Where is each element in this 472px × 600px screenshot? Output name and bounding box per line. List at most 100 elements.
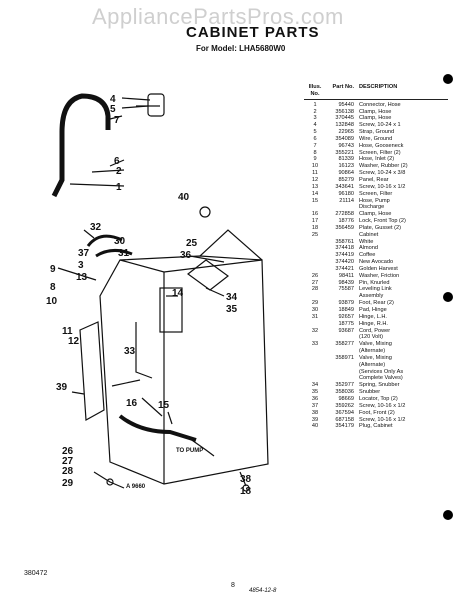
part-no-cell — [326, 204, 359, 211]
illus-no-cell: 28 — [311, 286, 319, 293]
col-description: DESCRIPTION — [359, 84, 398, 90]
part-no-cell: 85279 — [338, 176, 354, 183]
part-no-cell: 687158 — [335, 416, 354, 423]
illus-no-cell: 2 — [313, 108, 317, 115]
callout-33: 33 — [124, 346, 136, 357]
page-title: CABINET PARTS — [186, 24, 320, 41]
illus-no-cell — [304, 334, 326, 341]
description-cell: Discharge — [359, 204, 385, 211]
description-cell: Strap, Ground — [359, 129, 395, 136]
part-no-cell: 18775 — [338, 320, 354, 327]
footer-signature: 4854-12-8 — [249, 588, 277, 594]
description-cell: Clamp, Hose — [359, 115, 392, 122]
callout-14: 14 — [172, 288, 184, 299]
part-no-cell: 92657 — [338, 313, 354, 320]
callout-12: 12 — [68, 336, 80, 347]
part-no-cell: 21114 — [339, 197, 354, 204]
description-cell: Pad, Hinge — [359, 307, 387, 313]
table-row: (Services Only As — [304, 369, 448, 376]
page-number: 8 — [231, 582, 235, 589]
description-cell: Almond — [359, 245, 378, 252]
illus-no-cell: 3 — [313, 115, 317, 122]
description-cell: Plug, Cabinet — [359, 423, 393, 430]
illus-no-cell: 37 — [311, 402, 319, 409]
part-no-cell: 96743 — [338, 142, 354, 149]
illus-no-cell: 1 — [313, 101, 317, 108]
description-cell: Foot, Rear (2) — [359, 300, 394, 307]
part-no-cell: 356459 — [335, 224, 354, 231]
illus-no-cell — [304, 252, 326, 259]
part-no-cell: 374420 — [335, 259, 354, 266]
description-cell: Hose, Pump — [359, 197, 390, 204]
cabinet-outline — [99, 255, 269, 485]
description-cell: Clamp, Hose — [359, 108, 392, 115]
illus-no-cell — [304, 239, 326, 246]
illus-no-cell: 8 — [313, 149, 317, 156]
illus-no-cell: 39 — [311, 416, 319, 423]
illus-no-cell: 29 — [311, 300, 319, 307]
callout-11: 11 — [62, 326, 73, 337]
description-cell: Screw, 10-16 x 1/2 — [359, 402, 406, 409]
description-cell: Foot, Front (2) — [359, 409, 395, 416]
illus-no-cell — [304, 204, 326, 211]
illus-no-cell: 16 — [311, 211, 319, 218]
illus-no-cell: 27 — [311, 279, 319, 286]
part-no-cell: 370445 — [335, 115, 354, 122]
callout-31: 31 — [118, 248, 130, 259]
callout-16: 16 — [126, 398, 138, 409]
description-cell: Valve, Mixing — [359, 341, 392, 348]
description-cell: Hinge, L.H. — [359, 313, 387, 320]
illus-no-cell — [304, 348, 326, 355]
description-cell: Screw, 10-16 x 1/2 — [359, 183, 406, 190]
part-no-cell — [326, 293, 359, 300]
part-no-cell: 367594 — [335, 409, 354, 416]
table-row: (120 Volt) — [304, 334, 448, 341]
illus-no-cell: 40 — [311, 423, 319, 430]
callout-30: 30 — [114, 236, 126, 247]
description-cell: Spring, Snubber — [359, 382, 400, 389]
table-row: Complete Valves) — [304, 375, 448, 382]
description-cell: Screen, Filter (2) — [359, 149, 401, 156]
callout-35: 35 — [226, 304, 238, 315]
parts-table-header: Illus. No. Part No. DESCRIPTION — [304, 84, 448, 100]
description-cell: Leveling Link — [359, 286, 392, 293]
description-cell: Screen, Filter — [359, 190, 393, 197]
description-cell: Complete Valves) — [359, 375, 403, 382]
callout-26: 26 — [62, 446, 74, 457]
callout-25: 25 — [186, 238, 198, 249]
callout-15: 15 — [158, 400, 170, 411]
part-no-cell: 132848 — [335, 122, 354, 129]
description-cell: Cord, Power — [359, 327, 391, 334]
part-no-cell: 358761 — [335, 238, 354, 245]
pump-hose — [118, 414, 197, 442]
description-cell: Hose, Inlet (2) — [359, 156, 395, 163]
rear-panel — [79, 321, 105, 421]
description-cell: Locator, Top (2) — [359, 395, 398, 402]
illus-no-cell — [304, 321, 326, 328]
part-no-cell — [326, 369, 359, 376]
illus-no-cell: 35 — [311, 389, 319, 396]
description-cell: Snubber — [359, 389, 381, 396]
description-cell: Washer, Friction — [359, 272, 400, 279]
part-no-cell: 354089 — [335, 135, 354, 142]
part-no-cell: 358277 — [335, 341, 354, 348]
illus-no-cell: 32 — [311, 327, 319, 334]
illus-no-cell: 13 — [311, 183, 319, 190]
description-cell: Coffee — [359, 252, 376, 259]
illus-no-cell: 10 — [311, 163, 319, 170]
